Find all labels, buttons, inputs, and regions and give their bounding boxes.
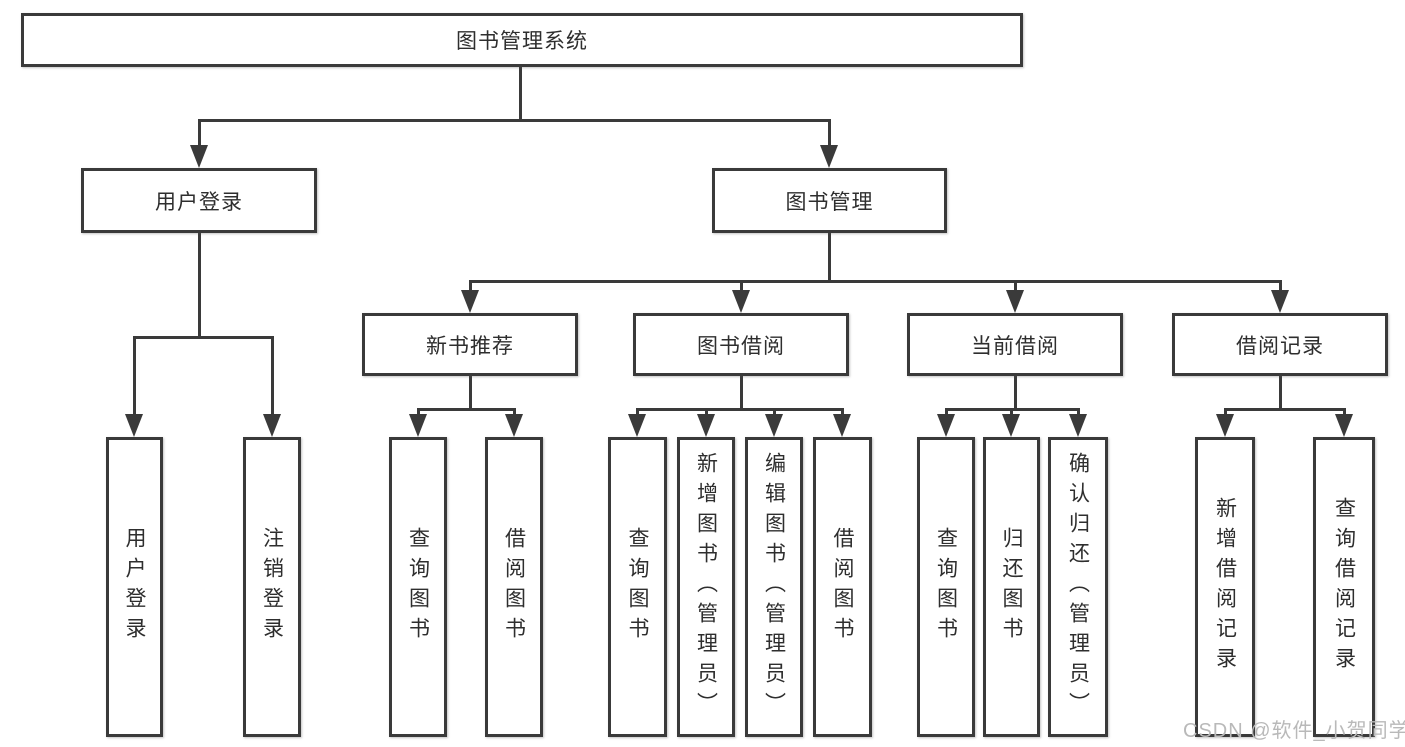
leaf-bb-borrow-book: 借阅图书 <box>813 437 872 737</box>
node-book-borrow: 图书借阅 <box>633 313 849 376</box>
arrowhead-down-icon <box>1002 414 1020 437</box>
arrowhead-down-icon <box>461 290 479 313</box>
connector-line <box>1077 408 1080 418</box>
arrowhead-down-icon <box>1006 290 1024 313</box>
leaf-cb-query-book: 查询图书 <box>917 437 975 737</box>
leaf-nb-borrow-book: 借阅图书 <box>485 437 543 737</box>
connector-line <box>740 280 743 295</box>
node-root: 图书管理系统 <box>21 13 1023 67</box>
node-book-management: 图书管理 <box>712 168 947 233</box>
connector-line <box>469 280 1282 283</box>
arrowhead-down-icon <box>263 414 281 437</box>
arrowhead-down-icon <box>820 145 838 168</box>
arrowhead-down-icon <box>833 414 851 437</box>
leaf-cb-confirm-return: 确认归还（管理员） <box>1048 437 1108 737</box>
leaf-bb-query-book: 查询图书 <box>608 437 667 737</box>
leaf-rec-add-record: 新增借阅记录 <box>1195 437 1255 737</box>
connector-line <box>1224 408 1227 418</box>
node-new-book-recommend: 新书推荐 <box>362 313 578 376</box>
leaf-nb-query-book: 查询图书 <box>389 437 447 737</box>
connector-line <box>271 336 274 418</box>
connector-line <box>1224 408 1346 411</box>
arrowhead-down-icon <box>628 414 646 437</box>
connector-line <box>1279 280 1282 295</box>
arrowhead-down-icon <box>732 290 750 313</box>
connector-line <box>945 408 948 418</box>
connector-line <box>1014 376 1017 411</box>
connector-line <box>469 376 472 411</box>
connector-line <box>1010 408 1013 418</box>
connector-line <box>1014 280 1017 295</box>
node-borrow-records: 借阅记录 <box>1172 313 1388 376</box>
leaf-bb-add-book: 新增图书（管理员） <box>677 437 735 737</box>
connector-line <box>828 119 831 150</box>
connector-line <box>133 336 136 418</box>
connector-line <box>469 280 472 295</box>
leaf-cb-return-book: 归还图书 <box>983 437 1040 737</box>
connector-line <box>198 119 201 150</box>
connector-line <box>417 408 420 418</box>
leaf-bb-edit-book: 编辑图书（管理员） <box>745 437 803 737</box>
connector-line <box>513 408 516 418</box>
arrowhead-down-icon <box>190 145 208 168</box>
connector-line <box>519 67 522 120</box>
arrowhead-down-icon <box>697 414 715 437</box>
arrowhead-down-icon <box>1271 290 1289 313</box>
node-user-login: 用户登录 <box>81 168 317 233</box>
leaf-user-login: 用户登录 <box>106 437 163 737</box>
leaf-rec-query-record: 查询借阅记录 <box>1313 437 1375 737</box>
connector-line <box>1279 376 1282 411</box>
node-current-borrow: 当前借阅 <box>907 313 1123 376</box>
connector-line <box>636 408 639 418</box>
arrowhead-down-icon <box>1335 414 1353 437</box>
connector-line <box>133 336 274 339</box>
connector-line <box>773 408 776 418</box>
connector-line <box>417 408 516 411</box>
arrowhead-down-icon <box>937 414 955 437</box>
arrowhead-down-icon <box>765 414 783 437</box>
connector-line <box>828 233 831 283</box>
arrowhead-down-icon <box>125 414 143 437</box>
arrowhead-down-icon <box>1216 414 1234 437</box>
connector-line <box>198 233 201 339</box>
watermark: CSDN @软件_小贺同学 <box>1183 720 1405 742</box>
connector-line <box>1343 408 1346 418</box>
connector-line <box>198 119 831 122</box>
connector-line <box>740 376 743 411</box>
connector-line <box>841 408 844 418</box>
connector-line <box>705 408 708 418</box>
arrowhead-down-icon <box>1069 414 1087 437</box>
arrowhead-down-icon <box>409 414 427 437</box>
arrowhead-down-icon <box>505 414 523 437</box>
leaf-logout: 注销登录 <box>243 437 301 737</box>
